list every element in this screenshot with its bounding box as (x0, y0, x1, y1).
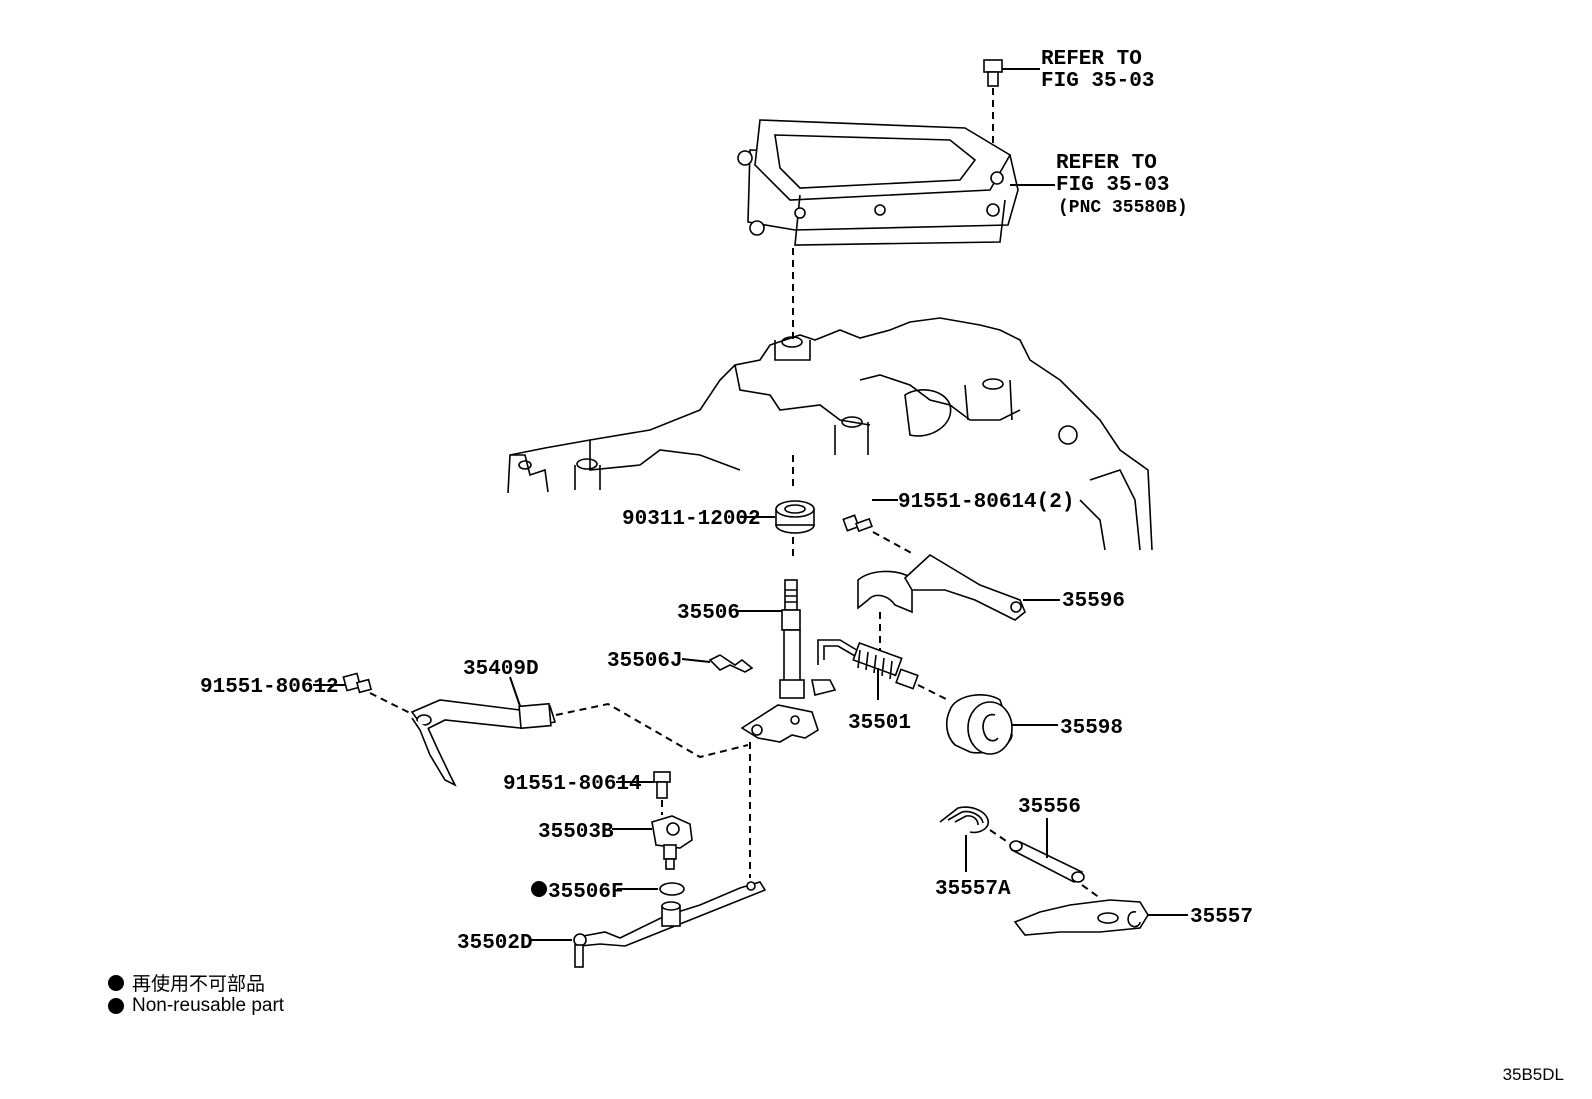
label-35503B: 35503B (538, 821, 614, 844)
label-35596: 35596 (1062, 590, 1125, 613)
bolt-91551-80614-icon (616, 771, 671, 799)
torsion-spring-icon (939, 806, 990, 872)
pivot-pin-icon (1009, 818, 1085, 884)
label-35557: 35557 (1190, 906, 1253, 929)
label-91551-80614-2: 91551-80614(2) (898, 491, 1074, 514)
legend-jp: 再使用不可部品 (108, 969, 265, 996)
parking-sleeve-icon (945, 694, 1058, 755)
ref-1-line2: FIG 35-03 (1041, 70, 1154, 93)
filled-circle-icon (108, 998, 124, 1014)
legend-jp-text: 再使用不可部品 (132, 974, 266, 995)
label-90311-12002: 90311-12002 (622, 508, 761, 531)
manual-valve-shaft-icon (738, 579, 805, 699)
detent-bracket-icon (857, 554, 1060, 621)
label-35556: 35556 (1018, 796, 1081, 819)
o-ring-icon (531, 881, 685, 897)
parking-rod-icon (817, 639, 919, 700)
manual-lever-icon (530, 881, 767, 968)
parking-pawl-icon (1013, 899, 1188, 936)
top-bolt-icon (983, 59, 1040, 87)
filled-circle-icon (108, 974, 124, 991)
shift-lever-icon (410, 676, 557, 787)
spring-clip-icon (681, 654, 754, 673)
legend-en: Non-reusable part (108, 995, 284, 1017)
label-35598: 35598 (1060, 717, 1123, 740)
detent-spring-icon (612, 815, 693, 870)
bolt-91551-80612-icon (313, 672, 373, 694)
oil-seal-icon (740, 500, 815, 534)
ref-2-line3: (PNC 35580B) (1058, 198, 1188, 218)
label-35506F: 35506F (548, 881, 624, 904)
ref-2-line2: FIG 35-03 (1056, 174, 1169, 197)
label-35502D: 35502D (457, 932, 533, 955)
label-35409D: 35409D (463, 658, 539, 681)
ref-1-line1: REFER TO (1041, 48, 1142, 71)
bolt-91551-80614-2-icon (842, 499, 898, 533)
non-reusable-dot-icon (531, 881, 547, 897)
label-35506: 35506 (677, 602, 740, 625)
label-91551-80614: 91551-80614 (503, 773, 642, 796)
ref-2-line1: REFER TO (1056, 152, 1157, 175)
legend-en-text: Non-reusable part (132, 995, 285, 1016)
detent-plate-icon (740, 679, 837, 743)
label-35557A: 35557A (935, 878, 1011, 901)
valve-body-cover-icon (737, 119, 1055, 246)
label-35506J: 35506J (607, 650, 683, 673)
transmission-case-icon (507, 317, 1153, 551)
label-91551-80612: 91551-80612 (200, 676, 339, 699)
label-35501: 35501 (848, 712, 911, 735)
illustration-code: 35B5DL (1502, 1065, 1564, 1084)
